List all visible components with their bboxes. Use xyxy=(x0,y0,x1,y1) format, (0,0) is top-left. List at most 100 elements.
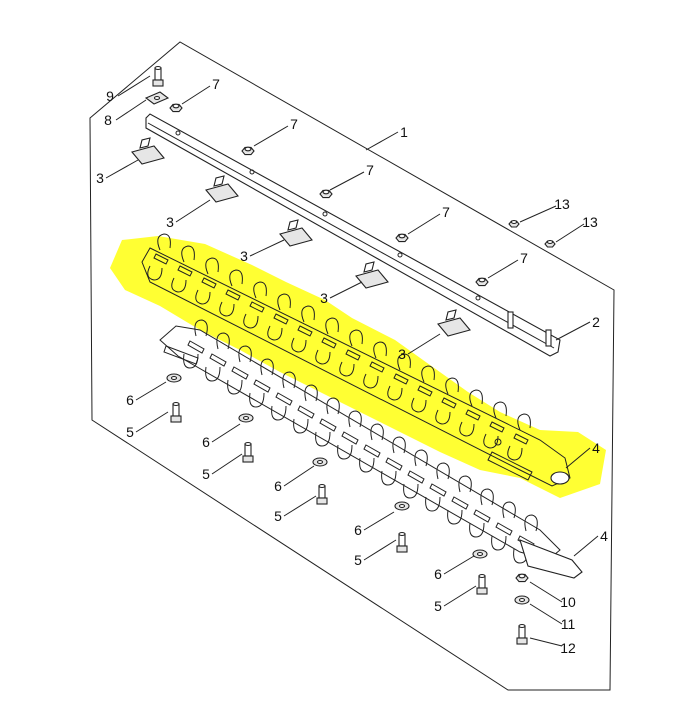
callout-7b: 7 xyxy=(290,116,298,132)
leader-line xyxy=(407,333,441,355)
guide-bar-holes xyxy=(175,130,481,301)
callout-3c: 3 xyxy=(240,248,248,264)
blade-slot xyxy=(393,373,409,385)
blade-tooth xyxy=(171,277,187,293)
blade-tooth xyxy=(459,421,475,437)
bolt xyxy=(152,65,164,87)
small-nut xyxy=(544,239,556,248)
blade-slot xyxy=(369,361,385,373)
leader-line xyxy=(135,381,167,401)
blade-tooth xyxy=(447,509,463,525)
leader-line xyxy=(443,555,475,575)
callout-6a: 6 xyxy=(126,392,134,408)
blade-slot xyxy=(341,431,359,445)
lower-blade-tail xyxy=(519,539,583,579)
callout-6d: 6 xyxy=(354,522,362,538)
leader-line xyxy=(443,585,477,607)
blade-slot xyxy=(209,353,227,367)
leader-line xyxy=(115,99,147,121)
callout-3d: 3 xyxy=(320,290,328,306)
leader-line xyxy=(175,199,211,223)
callout-5c: 5 xyxy=(274,508,282,524)
leader-line xyxy=(555,223,585,243)
guide-bar-body xyxy=(145,113,561,357)
blade-tooth xyxy=(435,409,451,425)
blade-tooth xyxy=(326,397,340,415)
highlight-area xyxy=(110,236,606,498)
blade-slot xyxy=(253,379,271,393)
blade-tooth xyxy=(381,470,397,486)
blade-slot xyxy=(441,397,457,409)
guide-bar-hole xyxy=(175,130,181,136)
blade-tooth xyxy=(205,257,219,275)
blade-slot xyxy=(489,421,505,433)
blade-tooth xyxy=(157,233,171,251)
blade-tooth xyxy=(216,332,230,350)
callout-5e: 5 xyxy=(434,598,442,614)
guide-pin xyxy=(507,311,514,329)
blade-tooth xyxy=(363,373,379,389)
leader-line xyxy=(135,411,169,433)
bolt xyxy=(170,401,182,423)
blade-slot xyxy=(187,340,205,354)
nut xyxy=(169,103,183,113)
washer xyxy=(166,373,182,383)
blade-slot xyxy=(363,444,381,458)
callout-3e: 3 xyxy=(398,346,406,362)
blade-tooth xyxy=(436,462,450,480)
diagram-frame xyxy=(89,41,615,691)
spacer-plate xyxy=(131,137,165,165)
callout-3a: 3 xyxy=(96,170,104,186)
blade-tooth xyxy=(392,436,406,454)
bolt xyxy=(242,441,254,463)
leader-line xyxy=(117,75,151,97)
hardware-items xyxy=(131,65,556,645)
leader-line xyxy=(329,171,365,191)
blade-slot xyxy=(407,470,425,484)
callout-9: 9 xyxy=(106,88,114,104)
blade-tooth xyxy=(219,301,235,317)
callout-13a: 13 xyxy=(554,196,570,212)
blade-tooth xyxy=(370,423,384,441)
leader-line xyxy=(529,581,563,603)
blade-tooth xyxy=(445,377,459,395)
callout-2: 2 xyxy=(592,314,600,330)
guide-bar-hole xyxy=(249,169,255,175)
blade-slot xyxy=(177,265,193,277)
blade-tooth xyxy=(181,245,195,263)
blade-tooth xyxy=(205,366,221,382)
upper-blade-outline xyxy=(141,247,571,487)
blade-tooth xyxy=(253,281,267,299)
leader-line xyxy=(407,213,441,235)
blade-tooth xyxy=(425,496,441,512)
blade-tooth xyxy=(325,317,339,335)
washer xyxy=(514,595,530,605)
blade-tooth xyxy=(315,349,331,365)
callout-11: 11 xyxy=(561,616,576,632)
leader-line xyxy=(555,321,591,341)
guide-bar-edge xyxy=(147,122,555,349)
callout-5b: 5 xyxy=(202,466,210,482)
blade-slot xyxy=(321,337,337,349)
guide-bar xyxy=(145,113,561,357)
bolt xyxy=(476,573,488,595)
lower-blade-slot xyxy=(163,345,199,365)
leader-line xyxy=(253,125,289,147)
spacer-plate xyxy=(279,219,313,247)
blade-slot xyxy=(465,409,481,421)
callout-12: 12 xyxy=(560,640,576,656)
spacer-plate xyxy=(355,261,389,289)
blade-tooth xyxy=(277,293,291,311)
blade-tooth xyxy=(315,431,331,447)
blade-tooth xyxy=(337,444,353,460)
blade-tooth xyxy=(469,522,485,538)
blade-tooth xyxy=(195,289,211,305)
nut xyxy=(319,189,333,199)
leader-line xyxy=(565,447,591,469)
leader-line xyxy=(211,453,243,475)
leader-line xyxy=(105,159,139,179)
callout-3b: 3 xyxy=(166,214,174,230)
blade-slot xyxy=(417,385,433,397)
callout-7e: 7 xyxy=(520,250,528,266)
